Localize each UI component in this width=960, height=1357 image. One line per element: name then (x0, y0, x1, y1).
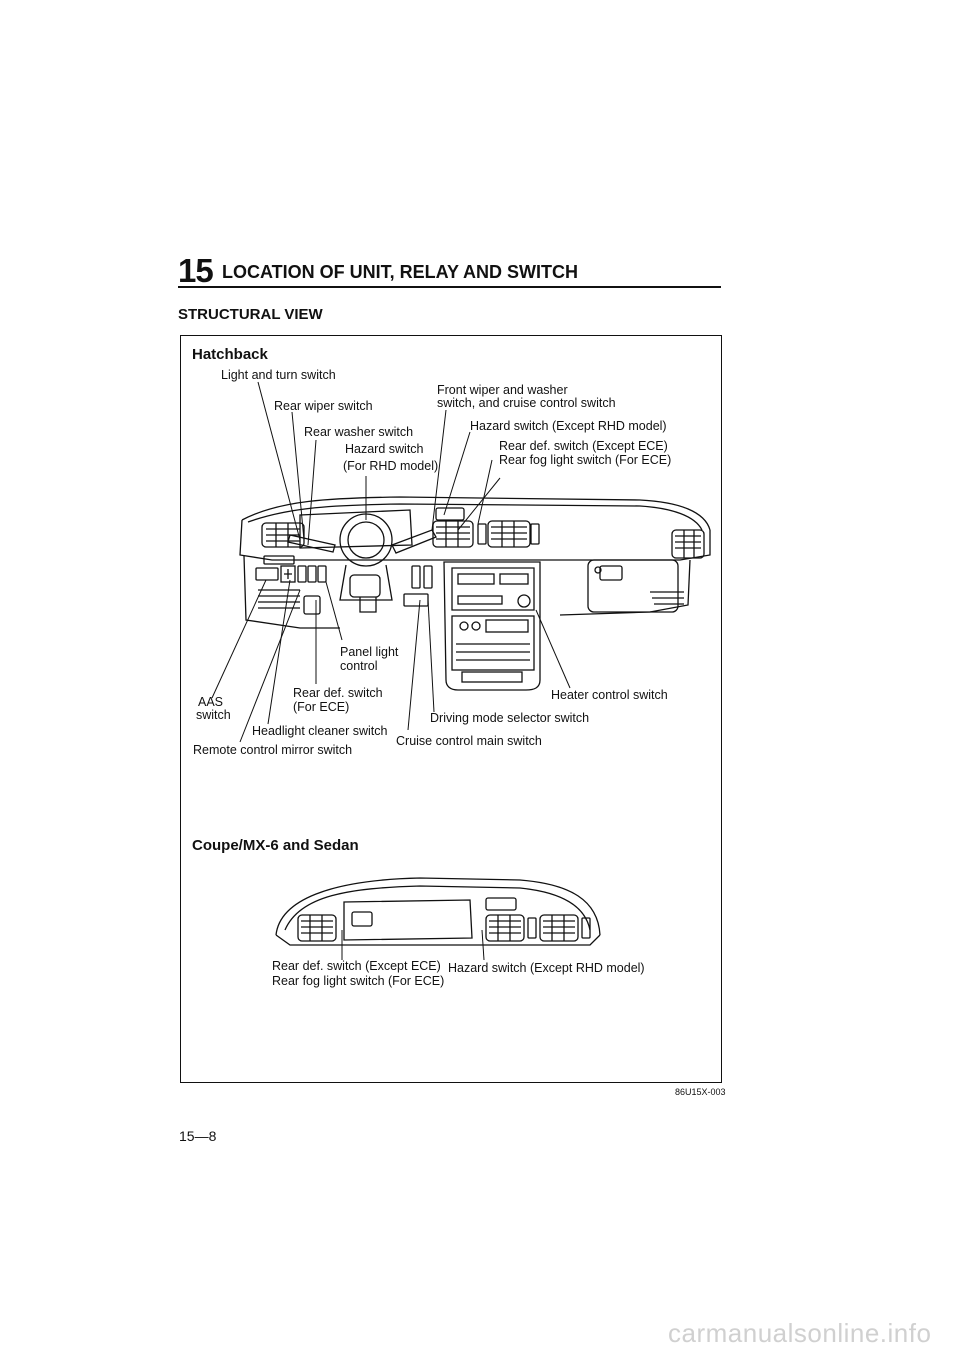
label-front-wiper-line2: switch, and cruise control switch (437, 396, 616, 410)
section-title: LOCATION OF UNIT, RELAY AND SWITCH (222, 262, 579, 282)
label-rear-washer-switch: Rear washer switch (304, 425, 414, 439)
coupe-dashboard-drawing (275, 877, 601, 946)
watermark-text: carmanualsonline.info (668, 1318, 932, 1348)
figure-code: 86U15X-003 (675, 1087, 726, 1097)
label-panel-light-line2: control (340, 659, 378, 673)
figure-frame (180, 335, 722, 1083)
label-coupe-rear-def: Rear def. switch (Except ECE) (272, 959, 441, 973)
label-panel-light-line1: Panel light (340, 645, 399, 659)
header-rule (178, 286, 721, 288)
label-cruise-main: Cruise control main switch (396, 734, 542, 748)
label-rear-def-except-ece: Rear def. switch (Except ECE) (499, 439, 668, 453)
label-remote-mirror: Remote control mirror switch (193, 743, 353, 757)
label-rear-def-ece: Rear def. switch (293, 686, 383, 700)
label-headlight-cleaner: Headlight cleaner switch (252, 724, 388, 738)
hatchback-dashboard-drawing (239, 496, 711, 691)
label-front-wiper-line1: Front wiper and washer (437, 383, 568, 397)
label-hazard-switch-except-rhd: Hazard switch (Except RHD model) (470, 419, 667, 433)
label-heater-control: Heater control switch (551, 688, 668, 702)
label-rear-wiper-switch: Rear wiper switch (274, 399, 373, 413)
label-aas: AAS (198, 695, 224, 709)
section-number: 15 (178, 252, 214, 289)
label-driving-mode: Driving mode selector switch (430, 711, 590, 725)
page-number: 15—8 (179, 1128, 217, 1144)
hatchback-title: Hatchback (192, 346, 268, 363)
label-hazard-switch-rhd: Hazard switch (345, 442, 424, 456)
label-coupe-hazard: Hazard switch (Except RHD model) (448, 961, 645, 975)
label-aas-switch: switch (196, 708, 231, 722)
label-coupe-rear-fog: Rear fog light switch (For ECE) (272, 974, 445, 988)
label-light-turn-switch: Light and turn switch (221, 368, 336, 382)
label-rear-def-ece-note: (For ECE) (293, 700, 350, 714)
label-rear-fog-for-ece: Rear fog light switch (For ECE) (499, 453, 672, 467)
coupe-leader-lines (341, 929, 485, 961)
page-heading: STRUCTURAL VIEW (178, 306, 323, 323)
hatchback-leader-lines (211, 381, 571, 743)
coupe-title: Coupe/MX-6 and Sedan (192, 837, 359, 854)
label-hazard-switch-rhd-note: (For RHD model) (343, 459, 439, 473)
